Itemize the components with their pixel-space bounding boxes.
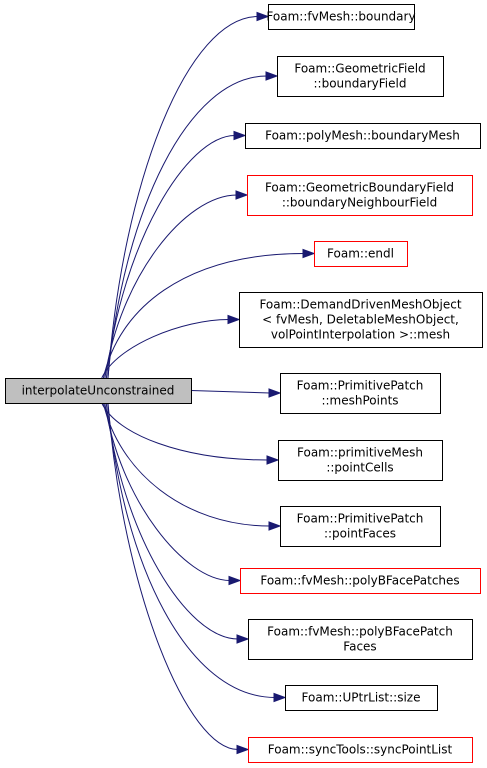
node-box bbox=[247, 175, 473, 216]
node-label-line: Foam::fvMesh::polyBFacePatch bbox=[267, 625, 453, 639]
edge-n9 bbox=[102, 402, 282, 531]
arrowhead bbox=[273, 692, 287, 703]
call-nodes: interpolateUnconstrained Foam::fvMesh::bo… bbox=[5, 4, 483, 763]
node-box bbox=[314, 241, 408, 267]
node-label-line: Foam::GeometricBoundaryField bbox=[265, 181, 454, 195]
edge-n12 bbox=[107, 402, 287, 703]
node-n9[interactable]: Foam::PrimitivePatch::pointFaces bbox=[280, 506, 441, 547]
node-box bbox=[285, 685, 438, 711]
node-label-line: Foam::UPtrList::size bbox=[302, 691, 421, 705]
edge-line bbox=[107, 402, 276, 698]
node-n6[interactable]: Foam::DemandDrivenMeshObject< fvMesh, De… bbox=[239, 292, 483, 348]
arrowhead bbox=[265, 71, 279, 81]
node-label-line: Foam::PrimitivePatch bbox=[297, 379, 424, 393]
edge-n5 bbox=[102, 248, 316, 379]
edge-line bbox=[105, 135, 236, 379]
node-n13[interactable]: Foam::syncTools::syncPointList bbox=[248, 737, 473, 763]
edge-line bbox=[102, 402, 271, 527]
node-box bbox=[280, 373, 441, 414]
arrowhead bbox=[268, 521, 282, 531]
node-label-line: ::pointCells bbox=[326, 461, 393, 475]
arrowhead bbox=[266, 455, 280, 465]
call-edges bbox=[101, 11, 316, 755]
node-box bbox=[5, 378, 192, 404]
node-n5[interactable]: Foam::endl bbox=[314, 241, 408, 267]
node-label-line: Foam::PrimitivePatch bbox=[297, 512, 424, 526]
node-box bbox=[245, 123, 481, 149]
node-label-line: ::boundaryNeighbourField bbox=[282, 196, 437, 210]
arrowhead bbox=[302, 248, 316, 259]
node-label-line: Foam::polyMesh::boundaryMesh bbox=[265, 129, 460, 143]
node-label-line: ::boundaryField bbox=[314, 77, 407, 91]
edge-line bbox=[104, 194, 238, 379]
edge-n6 bbox=[101, 314, 241, 379]
arrowhead bbox=[256, 11, 270, 22]
node-label-line: Foam::syncTools::syncPointList bbox=[268, 743, 453, 757]
edge-n7 bbox=[190, 388, 282, 398]
node-n12[interactable]: Foam::UPtrList::size bbox=[285, 685, 438, 711]
node-label-line: Foam::GeometricField bbox=[294, 62, 425, 76]
node-label-line: ::meshPoints bbox=[321, 394, 398, 408]
edge-line bbox=[101, 319, 230, 379]
node-box bbox=[268, 4, 415, 30]
arrowhead bbox=[235, 190, 249, 200]
edge-line bbox=[107, 402, 239, 750]
edge-n4 bbox=[104, 190, 249, 379]
node-label-line: interpolateUnconstrained bbox=[22, 384, 175, 398]
arrowhead bbox=[268, 388, 282, 398]
node-box bbox=[239, 292, 483, 348]
edge-n13 bbox=[107, 402, 250, 755]
edge-line bbox=[104, 402, 231, 581]
node-label-line: Foam::fvMesh::polyBFacePatches bbox=[260, 574, 459, 588]
edge-line bbox=[101, 402, 269, 461]
node-label-line: ::pointFaces bbox=[324, 527, 396, 541]
edge-n2 bbox=[107, 71, 279, 379]
arrowhead bbox=[236, 634, 250, 644]
node-n1[interactable]: Foam::fvMesh::boundary bbox=[266, 4, 416, 30]
node-box bbox=[248, 619, 473, 660]
node-box bbox=[277, 56, 444, 97]
node-n2[interactable]: Foam::GeometricField::boundaryField bbox=[277, 56, 444, 97]
arrowhead bbox=[233, 130, 247, 141]
node-label-line: Foam::DemandDrivenMeshObject bbox=[259, 298, 461, 312]
edge-line bbox=[107, 75, 268, 379]
arrowhead bbox=[236, 744, 250, 755]
edge-n11 bbox=[105, 402, 250, 644]
node-root[interactable]: interpolateUnconstrained bbox=[5, 378, 192, 404]
edge-n8 bbox=[101, 402, 280, 465]
node-box bbox=[280, 506, 441, 547]
node-n10[interactable]: Foam::fvMesh::polyBFacePatches bbox=[240, 568, 481, 594]
node-box bbox=[240, 568, 481, 594]
edge-line bbox=[190, 390, 271, 394]
edge-n1 bbox=[107, 11, 270, 379]
node-label-line: Faces bbox=[343, 640, 376, 654]
edge-n3 bbox=[105, 130, 247, 379]
node-n8[interactable]: Foam::primitiveMesh::pointCells bbox=[278, 440, 443, 481]
node-label-line: volPointInterpolation >::mesh bbox=[271, 328, 450, 342]
node-n4[interactable]: Foam::GeometricBoundaryField::boundaryNe… bbox=[247, 175, 473, 216]
node-box bbox=[278, 440, 443, 481]
node-n3[interactable]: Foam::polyMesh::boundaryMesh bbox=[245, 123, 481, 149]
node-label-line: < fvMesh, DeletableMeshObject, bbox=[262, 313, 459, 327]
node-label-line: Foam::fvMesh::boundary bbox=[266, 10, 415, 24]
node-n7[interactable]: Foam::PrimitivePatch::meshPoints bbox=[280, 373, 441, 414]
edge-n10 bbox=[104, 402, 242, 586]
node-label-line: Foam::endl bbox=[327, 247, 394, 261]
node-label-line: Foam::primitiveMesh bbox=[297, 446, 423, 460]
edge-line bbox=[105, 402, 239, 640]
node-box bbox=[248, 737, 473, 763]
edge-line bbox=[102, 253, 305, 379]
edge-line bbox=[107, 16, 259, 379]
arrowhead bbox=[228, 575, 242, 586]
arrowhead bbox=[227, 314, 241, 325]
